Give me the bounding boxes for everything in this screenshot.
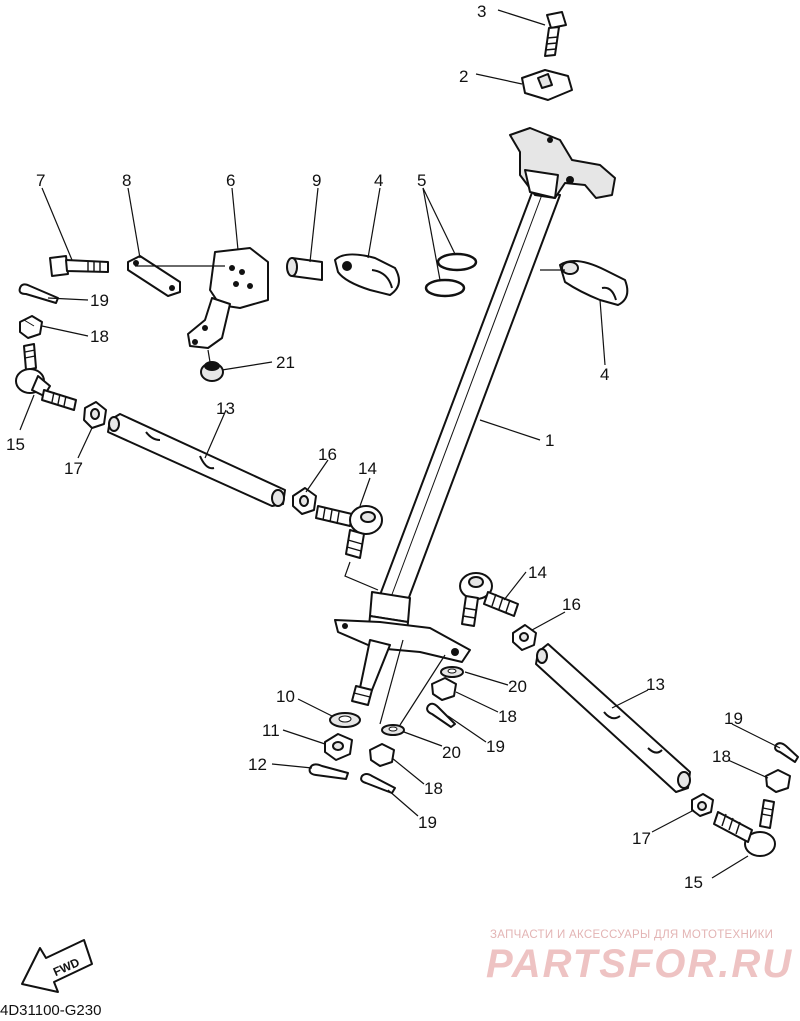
washer-part-10 xyxy=(329,712,361,728)
watermark-brand: PARTSFOR.RU xyxy=(486,942,793,986)
washer-part-20-a xyxy=(440,666,464,678)
watermark-subtitle: ЗАПЧАСТИ И АКСЕССУАРЫ ДЛЯ МОТОТЕХНИКИ xyxy=(490,929,773,941)
callout-20-a: 20 xyxy=(508,677,527,696)
callout-15-left: 15 xyxy=(6,435,25,454)
callout-15-right: 15 xyxy=(684,873,703,892)
tie-rod-part-13-left xyxy=(107,413,286,507)
collar-part-9 xyxy=(286,257,323,281)
callout-17-right: 17 xyxy=(632,829,651,848)
castle-nut-part-18-b xyxy=(431,677,457,701)
tie-rod-end-part-15-right xyxy=(713,799,776,857)
callout-labels: 3 2 7 8 6 9 4 5 4 1 19 18 21 13 15 17 16… xyxy=(6,2,743,892)
callout-18-c: 18 xyxy=(424,779,443,798)
callout-21: 21 xyxy=(276,353,295,372)
ball-joint-part-14-left xyxy=(315,505,383,559)
callout-19-a: 19 xyxy=(90,291,109,310)
nut-part-17-b xyxy=(691,793,714,817)
callout-12: 12 xyxy=(248,755,267,774)
circlip-part-5 xyxy=(424,252,478,298)
callout-14-right: 14 xyxy=(528,563,547,582)
watermark: ЗАПЧАСТИ И АКСЕССУАРЫ ДЛЯ МОТОТЕХНИКИ PA… xyxy=(486,929,793,986)
nut-part-17-a xyxy=(83,401,107,429)
callout-4-right: 4 xyxy=(600,365,609,384)
link-plate-part-8 xyxy=(127,255,181,297)
nut-part-16-a xyxy=(292,487,317,515)
callout-17-left: 17 xyxy=(64,459,83,478)
callout-5: 5 xyxy=(417,171,426,190)
callout-13-left: 13 xyxy=(216,399,235,418)
castle-nut-part-18-a xyxy=(19,315,43,339)
castle-nut-part-18-d xyxy=(765,769,791,793)
callout-7: 7 xyxy=(36,171,45,190)
callout-19-d: 19 xyxy=(724,709,743,728)
callout-18-a: 18 xyxy=(90,327,109,346)
callout-19-b: 19 xyxy=(486,737,505,756)
washer-part-20-b xyxy=(381,724,405,736)
callout-10: 10 xyxy=(276,687,295,706)
callout-3: 3 xyxy=(477,2,486,21)
holder-part-2 xyxy=(521,69,573,101)
tie-rod-part-13-right xyxy=(535,643,691,793)
callout-18-d: 18 xyxy=(712,747,731,766)
diagram-code: 4D31100-G230 xyxy=(0,1002,102,1019)
cotter-pin-part-19-b xyxy=(426,702,456,728)
callout-16-left: 16 xyxy=(318,445,337,464)
grommet-part-21 xyxy=(200,361,224,382)
callout-8: 8 xyxy=(122,171,131,190)
bracket-part-6 xyxy=(187,247,269,349)
callout-6: 6 xyxy=(226,171,235,190)
callout-16-right: 16 xyxy=(562,595,581,614)
cotter-pin-part-19-c xyxy=(360,773,396,794)
nut-part-16-b xyxy=(512,624,537,651)
callout-11: 11 xyxy=(262,721,280,740)
cotter-pin-part-19-a xyxy=(18,283,59,304)
callout-19-c: 19 xyxy=(418,813,437,832)
bolt-part-3 xyxy=(544,11,567,57)
bushing-part-4-left xyxy=(334,253,400,296)
ball-joint-part-14-right xyxy=(459,572,519,627)
castle-nut-part-18-c xyxy=(369,743,395,767)
fwd-arrow: FWD xyxy=(21,939,93,993)
callout-2: 2 xyxy=(459,67,468,86)
callout-20-b: 20 xyxy=(442,743,461,762)
cotter-pin-part-19-d xyxy=(774,742,799,763)
callout-1: 1 xyxy=(545,431,554,450)
callout-13-right: 13 xyxy=(646,675,665,694)
bushing-part-4-right xyxy=(559,260,629,306)
callout-9: 9 xyxy=(312,171,321,190)
leader-lines xyxy=(19,9,781,879)
callout-18-b: 18 xyxy=(498,707,517,726)
steering-shaft-part-1 xyxy=(334,127,616,706)
callout-14-left: 14 xyxy=(358,459,377,478)
nut-part-11 xyxy=(324,733,353,761)
bolt-part-7 xyxy=(49,255,109,277)
tie-rod-end-part-15-left xyxy=(15,343,77,411)
callout-4-left: 4 xyxy=(374,171,383,190)
cotter-pin-part-12 xyxy=(308,763,349,780)
